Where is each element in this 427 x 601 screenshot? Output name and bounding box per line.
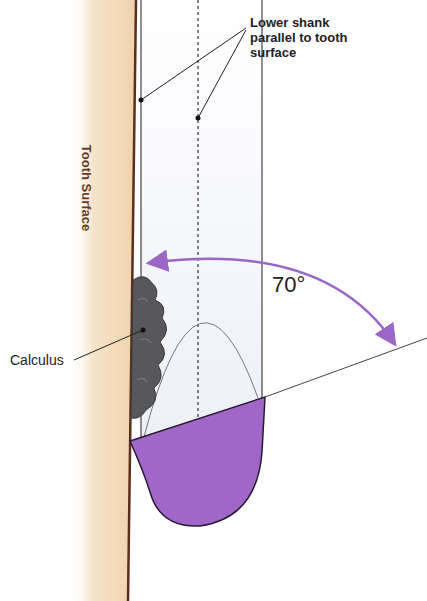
tooth-label: Tooth Surface [79,145,94,231]
tooth-body [70,0,136,601]
angle-arc [150,259,394,343]
calculus-texture [137,298,151,382]
leader-line [141,28,246,100]
leader-dot [141,328,146,333]
face-extension-line [265,338,427,397]
leader-dot [196,116,201,121]
shank-callout: Lower shank parallel to tooth surface [250,16,350,61]
calculus-label: Calculus [10,352,64,368]
calculus-deposit [131,277,167,419]
leader-line [198,30,246,118]
leader-line [74,330,143,360]
shank-edge [261,0,262,400]
shank-axis [197,0,198,430]
curette-blade [130,397,265,526]
angle-value: 70° [272,272,305,297]
leader-dot [139,98,144,103]
